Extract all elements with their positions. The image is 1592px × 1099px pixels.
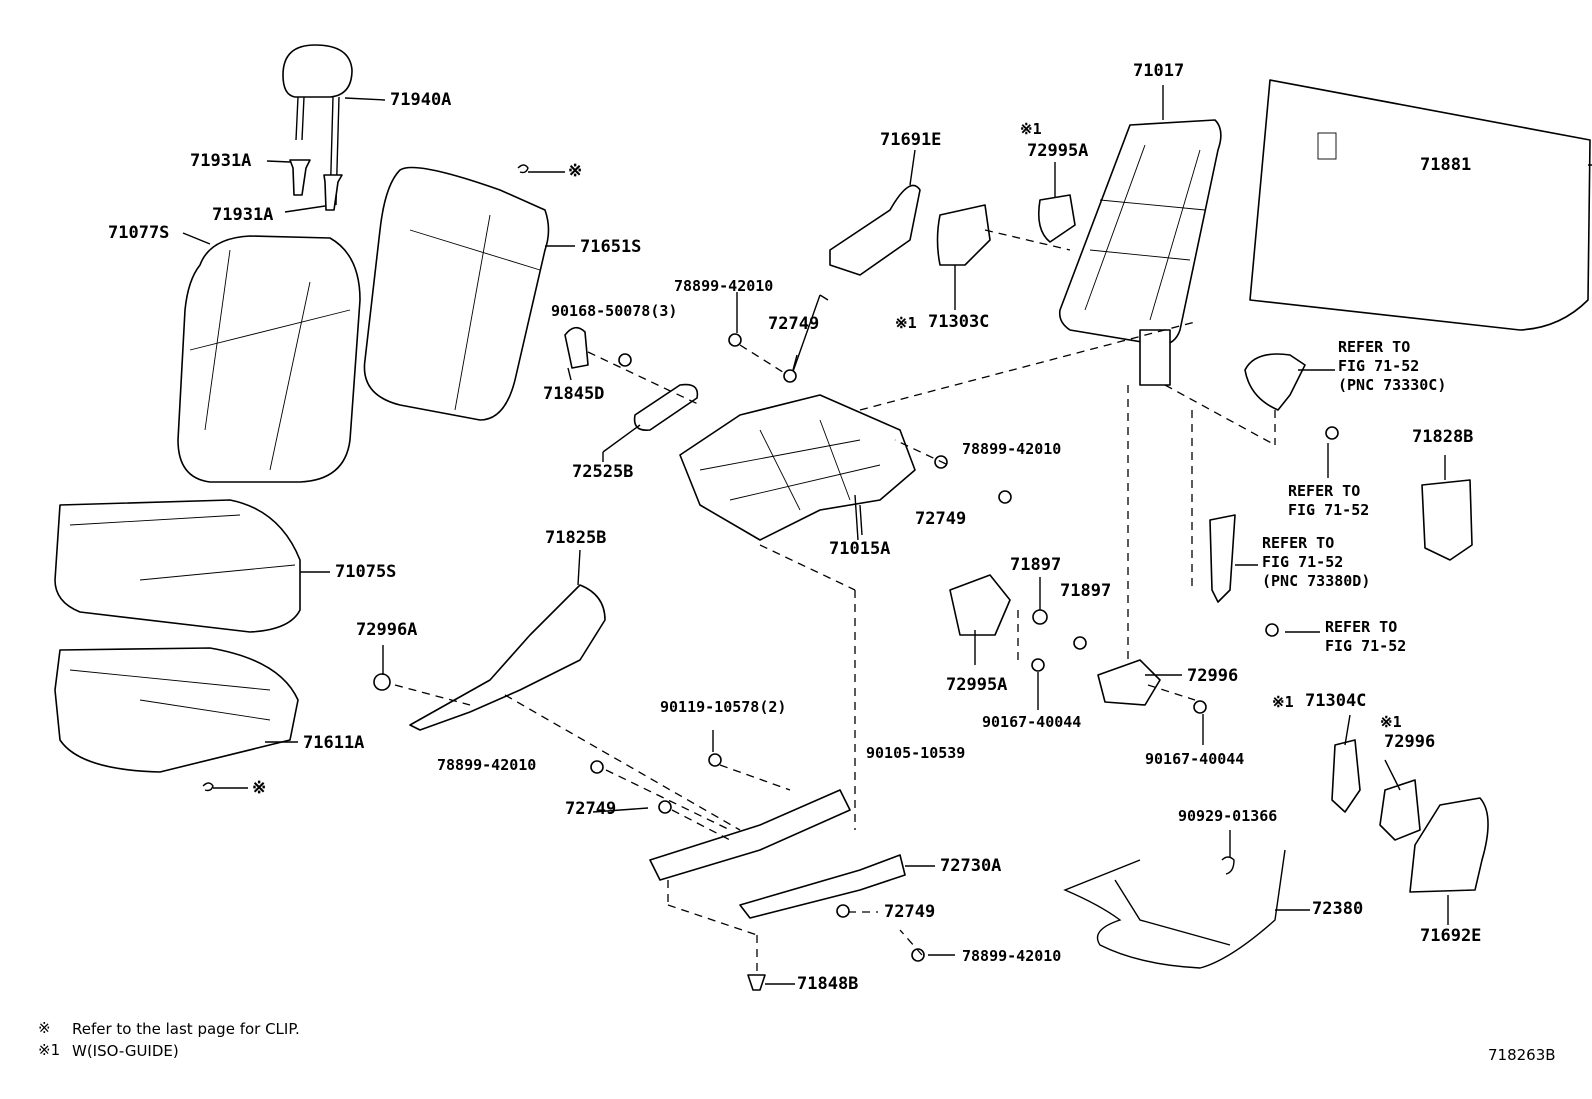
footnote-clip: Refer to the last page for CLIP.	[72, 1020, 300, 1038]
seat-cushion-cover-drawing	[54, 499, 330, 633]
clip-drawing	[202, 164, 565, 792]
part-label-72749: 72749	[915, 509, 967, 529]
cushion-pad-drawing	[54, 647, 299, 773]
part-label-71931A: 71931A	[212, 205, 274, 225]
part-label-71825B: 71825B	[545, 528, 607, 548]
part-label-72996A: 72996A	[356, 620, 418, 640]
part-label-71015A: 71015A	[829, 539, 891, 559]
figure-id: 718263B	[1488, 1046, 1556, 1064]
part-label-71845D: 71845D	[543, 384, 605, 404]
part-label-78899-42010: 78899-42010	[962, 947, 1062, 965]
clip-asterisk-mark: ※	[252, 778, 267, 798]
seatback-frame-drawing	[1058, 85, 1222, 386]
seatback-pad-drawing	[363, 166, 575, 421]
part-label-71692E: 71692E	[1420, 926, 1482, 946]
part-label-71897: 71897	[1010, 555, 1062, 575]
part-label-71077S: 71077S	[108, 223, 170, 243]
side-shield-drawing	[1331, 479, 1489, 893]
part-label-78899-42010: 78899-42010	[962, 440, 1062, 458]
part-label-71897: 71897	[1060, 581, 1112, 601]
refer-to-fig-71-52: REFER TO FIG 71-52	[1288, 482, 1370, 519]
part-label-72525B: 72525B	[572, 462, 634, 482]
side-cover-drawing	[373, 584, 606, 731]
part-label-72995A: 72995A	[946, 675, 1008, 695]
part-label-72380: 72380	[1312, 899, 1364, 919]
footnote-iso-guide: W(ISO-GUIDE)	[72, 1042, 179, 1060]
part-label-71828B: 71828B	[1412, 427, 1474, 447]
part-label-78899-42010: 78899-42010	[674, 277, 774, 295]
label-leaders	[382, 149, 1449, 985]
part-label-90105-10539: 90105-10539	[866, 744, 966, 762]
iso-guide-mark: ※1	[1380, 713, 1402, 731]
hinge-cover-drawing	[829, 184, 1076, 276]
part-label-71940A: 71940A	[390, 90, 452, 110]
cover-cap-drawing	[564, 326, 589, 369]
part-label-72996: 72996	[1384, 732, 1436, 752]
hinge-covers-drawing	[949, 574, 1161, 706]
part-label-72749: 72749	[884, 902, 936, 922]
bolt-drawings	[590, 333, 1339, 991]
part-label-71017: 71017	[1133, 61, 1185, 81]
part-label-71611A: 71611A	[303, 733, 365, 753]
part-label-90929-01366: 90929-01366	[1178, 807, 1278, 825]
footnote-asterisk-mark: ※	[38, 1019, 51, 1037]
part-label-72995A: 72995A	[1027, 141, 1089, 161]
part-label-71651S: 71651S	[580, 237, 642, 257]
refer-to-fig-71-52: REFER TO FIG 71-52	[1325, 618, 1407, 655]
footnote-iso-mark: ※1	[38, 1041, 61, 1059]
iso-guide-mark: ※1	[1272, 693, 1294, 711]
iso-guide-mark: ※1	[895, 314, 917, 332]
slide-rail-drawing	[649, 789, 935, 919]
clip-asterisk-mark: ※	[568, 161, 583, 181]
seat-belt-drawing	[1209, 353, 1306, 603]
seat-frame-drawing	[679, 294, 916, 541]
part-label-71881: 71881	[1420, 155, 1472, 175]
part-label-90168-50078: 90168-50078(3)	[551, 302, 678, 320]
part-label-71075S: 71075S	[335, 562, 397, 582]
part-label-72749: 72749	[565, 799, 617, 819]
part-label-72730A: 72730A	[940, 856, 1002, 876]
part-label-71931A: 71931A	[190, 151, 252, 171]
leader-lines	[394, 229, 1276, 975]
release-cable-drawing	[1063, 849, 1310, 969]
part-label-72749: 72749	[768, 314, 820, 334]
part-label-90167-40044: 90167-40044	[982, 713, 1082, 731]
back-board-drawing	[1249, 79, 1592, 331]
part-label-72996: 72996	[1187, 666, 1239, 686]
part-label-71303C: 71303C	[928, 312, 990, 332]
lever-drawing	[602, 383, 699, 462]
part-label-90119-10578: 90119-10578(2)	[660, 698, 787, 716]
refer-to-73380D: REFER TO FIG 71-52 (PNC 73380D)	[1262, 534, 1371, 590]
part-label-71304C: 71304C	[1305, 691, 1367, 711]
part-label-71848B: 71848B	[797, 974, 859, 994]
part-label-71691E: 71691E	[880, 130, 942, 150]
iso-guide-mark: ※1	[1020, 120, 1042, 138]
refer-to-73330C: REFER TO FIG 71-52 (PNC 73330C)	[1338, 338, 1447, 394]
headrest-guide-drawing	[266, 159, 343, 213]
seatback-cover-drawing	[177, 232, 361, 483]
part-label-90167-40044: 90167-40044	[1145, 750, 1245, 768]
part-label-78899-42010: 78899-42010	[437, 756, 537, 774]
